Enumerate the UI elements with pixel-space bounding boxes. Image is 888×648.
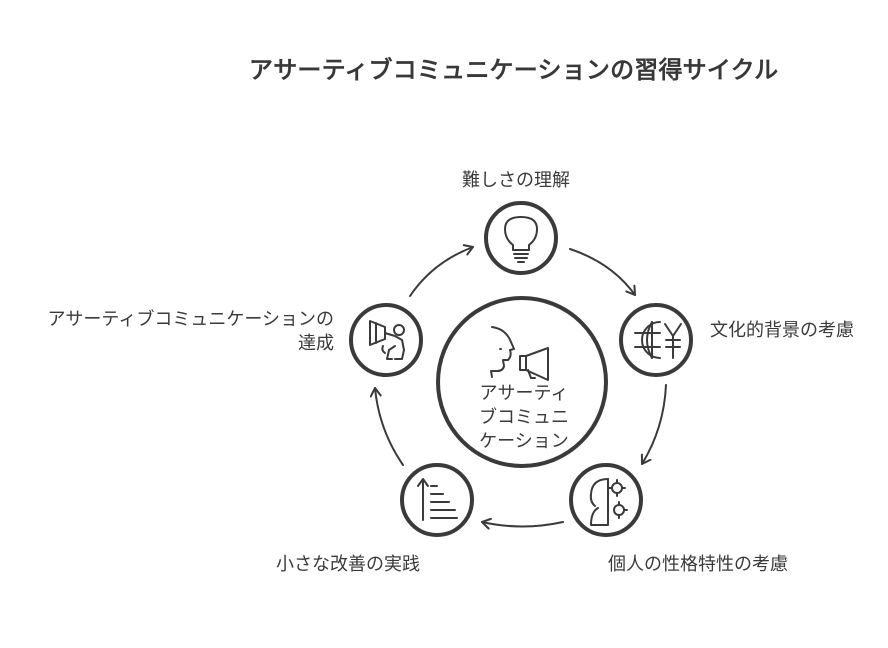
step-1-circle: [484, 201, 558, 275]
center-label: アサーティ ブコミュニ ケーション: [458, 382, 590, 454]
step-4-circle: [400, 463, 474, 537]
step-1-label: 難しさの理解: [462, 170, 570, 191]
center-label-line: アサーティ: [479, 383, 569, 404]
speaker-megaphone-icon: [490, 326, 549, 381]
center-label-line: ケーション: [479, 431, 569, 452]
center-label-line: ブコミュニ: [479, 407, 569, 428]
step-3-label: 個人の性格特性の考慮: [608, 554, 788, 575]
head-gears-icon: [589, 478, 628, 526]
bars-arrow-icon: [417, 478, 458, 521]
step-5-label: アサーティブコミュニケーションの 達成: [47, 308, 334, 356]
arrow-step4-to-step5: [369, 387, 404, 466]
arrow-step5-to-step1: [409, 244, 474, 297]
center-circle: [436, 296, 608, 468]
arrow-step3-to-step4: [481, 517, 564, 530]
step-3-circle: [569, 463, 643, 537]
diagram-title: アサーティブコミュニケーションの習得サイクル: [249, 56, 779, 84]
step-5-label-line: アサーティブコミュニケーションの: [47, 309, 334, 330]
step-5-label-line: 達成: [298, 333, 334, 354]
arrow-step1-to-step2: [569, 248, 636, 296]
lightbulb-icon: [504, 216, 538, 263]
step-2-label: 文化的背景の考慮: [710, 320, 854, 341]
megaphone-person-icon: [369, 320, 405, 360]
arrow-step2-to-step3: [640, 384, 667, 465]
step-4-label: 小さな改善の実践: [276, 554, 420, 575]
step-5-circle: [349, 303, 423, 377]
globe-yen-icon: [634, 321, 682, 359]
